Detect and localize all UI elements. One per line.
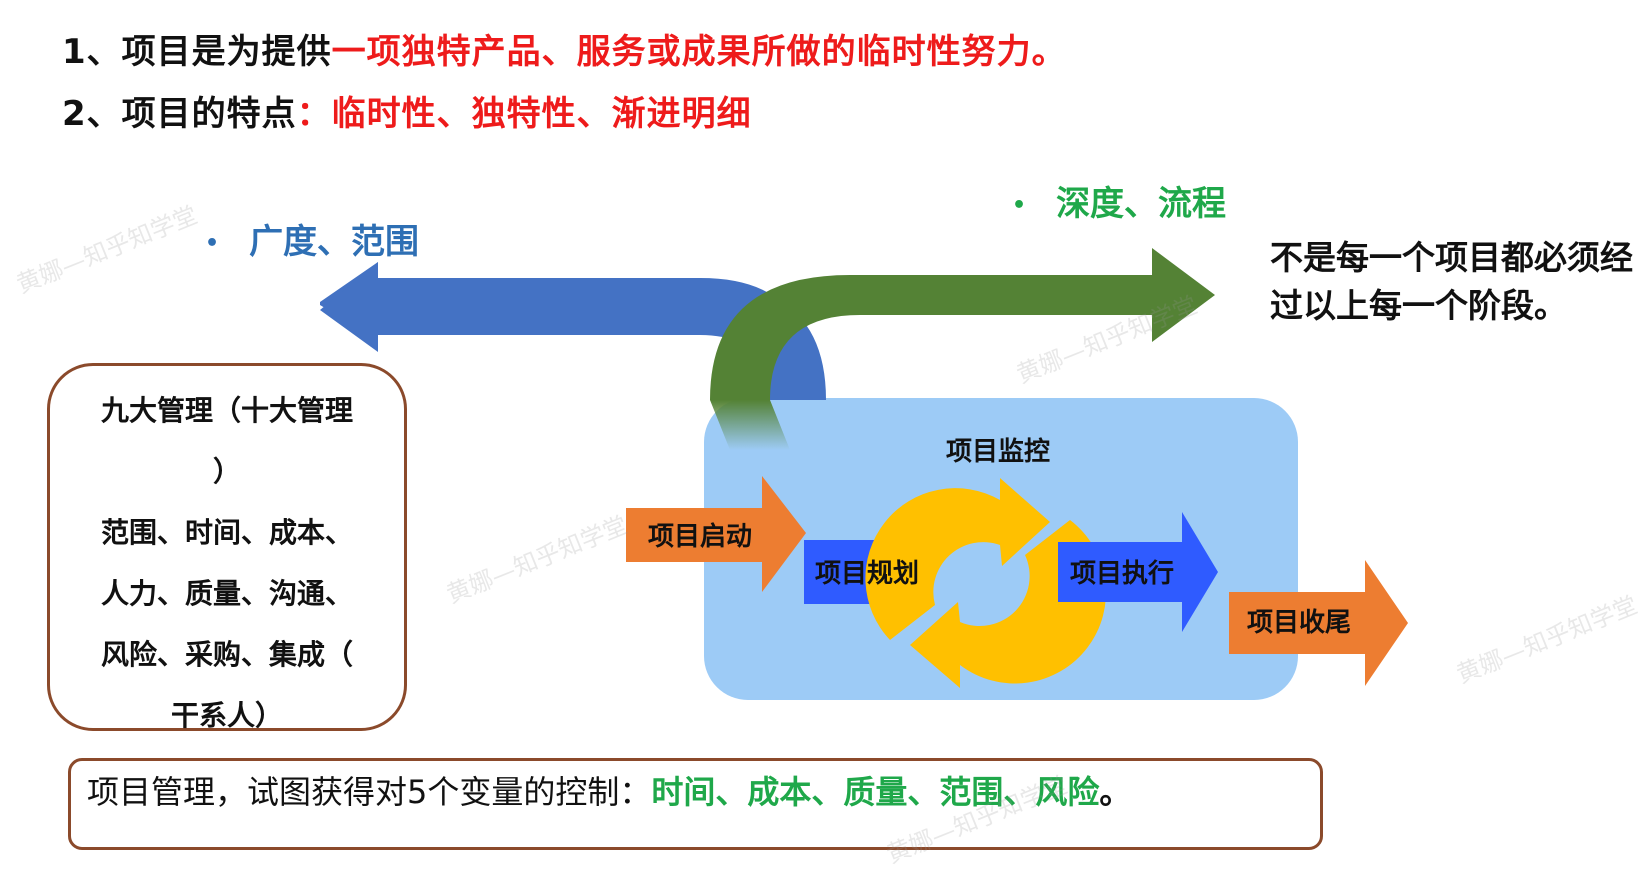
control-suffix: 。 — [1099, 773, 1132, 811]
depth-label: • 深度、流程 — [1012, 176, 1226, 225]
close-arrow — [1229, 560, 1408, 686]
stage-note: 不是每一个项目都必须经过以上每一个阶段。 — [1270, 238, 1633, 325]
management-areas-box: 九大管理（十大管理 ） 范围、时间、成本、 人力、质量、沟通、 风险、采购、集成… — [47, 363, 407, 732]
start-label: 项目启动 — [648, 521, 752, 552]
breadth-label: • 广度、范围 — [205, 214, 419, 263]
control-variables-box: 项目管理，试图获得对5个变量的控制：时间、成本、质量、范围、风险。 — [68, 758, 1323, 850]
depth-text: 深度、流程 — [1056, 184, 1227, 224]
definition-highlight: 一项独特产品、服务或成果所做的临时性努力。 — [331, 32, 1067, 72]
cycle-arrow-top — [865, 478, 1050, 640]
depth-bullet: • — [1012, 193, 1027, 218]
control-highlight: 时间、成本、质量、范围、风险 — [651, 773, 1100, 811]
depth-arrow-fade — [710, 400, 790, 450]
start-arrow — [626, 476, 806, 592]
definition-prefix: 1、项目是为提供 — [62, 32, 332, 72]
management-line-1: 九大管理（十大管理 — [100, 394, 353, 427]
breadth-text: 广度、范围 — [249, 222, 420, 262]
management-line-2: ） — [212, 455, 241, 488]
plan-label: 项目规划 — [815, 559, 919, 589]
management-line-4: 人力、质量、沟通、 — [100, 577, 353, 610]
monitor-label: 项目监控 — [946, 437, 1050, 467]
characteristics-line: 2、项目的特点：临时性、独特性、渐进明细 — [62, 86, 752, 135]
control-prefix: 项目管理，试图获得对5个变量的控制： — [87, 773, 652, 811]
characteristics-colon: ： — [296, 94, 332, 134]
execute-label: 项目执行 — [1070, 558, 1174, 589]
depth-arrow — [710, 248, 1215, 400]
breadth-bullet: • — [205, 231, 220, 256]
characteristics-prefix: 2、项目的特点 — [62, 94, 297, 134]
management-line-5: 风险、采购、集成（ — [100, 638, 353, 671]
definition-line: 1、项目是为提供一项独特产品、服务或成果所做的临时性努力。 — [62, 24, 1067, 73]
close-label: 项目收尾 — [1247, 608, 1351, 638]
breadth-arrow-body — [320, 262, 826, 400]
characteristics-highlight: 临时性、独特性、渐进明细 — [331, 94, 752, 134]
management-line-6: 干系人） — [170, 699, 283, 732]
execute-arrow — [1058, 512, 1218, 632]
management-line-3: 范围、时间、成本、 — [100, 516, 353, 549]
cycle-arrow-bottom — [910, 520, 1107, 688]
